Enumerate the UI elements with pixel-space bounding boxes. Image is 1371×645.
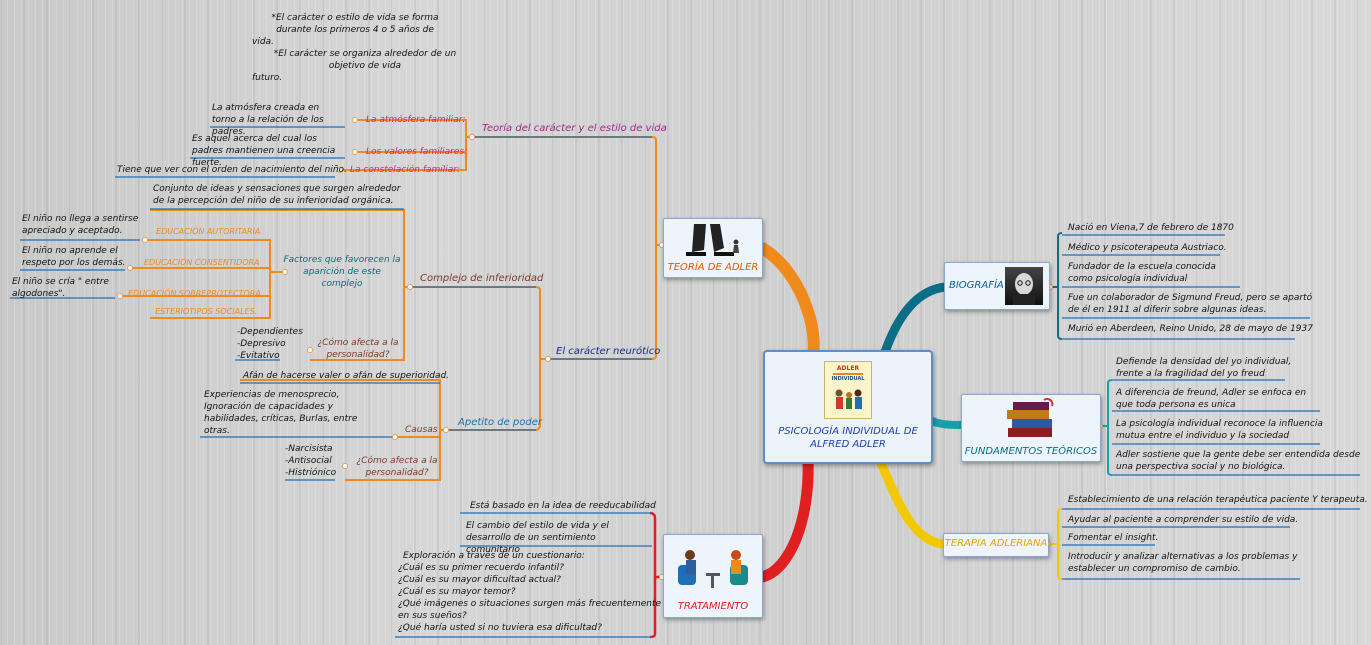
tratamiento-item-2: El cambio del estilo de vida y el desarr… (466, 521, 609, 555)
book-cover-image: ADLER INDIVIDUAL (824, 361, 872, 419)
complejo-def: Conjunto de ideas y sensaciones que surg… (153, 184, 401, 206)
biografia-item-5: Murió en Aberdeen, Reino Unido, 28 de ma… (1068, 324, 1313, 334)
teoria-node[interactable]: TEORÍA DE ADLER (663, 218, 763, 278)
consentidora-label[interactable]: EDUCACIÓN CONSENTIDORA (144, 258, 260, 267)
constelacion-text: Tiene que ver con el orden de nacimiento… (117, 165, 347, 175)
center-node[interactable]: ADLER INDIVIDUAL PSICOLOGÍA INDIVIDUAL D… (763, 350, 933, 464)
fundamentos-item-4: Adler sostiene que la gente debe ser ent… (1116, 450, 1361, 472)
center-title: PSICOLOGÍA INDIVIDUAL DE ALFRED ADLER (778, 426, 918, 450)
terapia-item-1: Establecimiento de una relación terapéut… (1068, 495, 1368, 505)
caracter-note-2b: futuro. (252, 73, 283, 83)
autoritaria-text: El niño no llega a sentirse apreciado y … (22, 214, 139, 236)
complejo-efecto-2: -Depresivo (237, 339, 286, 349)
fundamentos-item-2: A diferencia de freund, Adler se enfoca … (1116, 388, 1307, 410)
biografia-item-3: Fundador de la escuela conocida como psi… (1068, 262, 1216, 284)
valores-label[interactable]: Los valores familiares: (366, 147, 468, 157)
factores-label[interactable]: Factores que favorecen la aparición de e… (283, 255, 401, 289)
caracter-note-1b: vida. (252, 37, 274, 47)
cuestionario-2: ¿Cuál es su primer recuerdo infantil? (398, 563, 564, 573)
complejo-efecto-1: -Dependientes (237, 327, 303, 337)
terapia-title: TERAPIA ADLERIANA (944, 538, 1048, 549)
teoria-title: TEORÍA DE ADLER (667, 262, 759, 273)
caracter-note-1: *El carácter o estilo de vida se forma d… (271, 13, 439, 35)
terapia-item-3: Fomentar el insight. (1068, 533, 1159, 543)
biografia-item-1: Nació en Viena,7 de febrero de 1870 (1068, 223, 1234, 233)
complejo-efecto-3: -Evitativo (237, 351, 280, 361)
books-stack-icon (1004, 397, 1058, 440)
poder-efecto-1: -Narcisista (285, 444, 333, 454)
atmosfera-text: La atmósfera creada en torno a la relaci… (212, 103, 324, 137)
poder-title[interactable]: Apetito de poder (458, 417, 543, 428)
biografia-item-2: Médico y psicoterapeuta Austriaco. (1068, 243, 1227, 253)
cuestionario-4: ¿Cuál es su mayor temor? (398, 587, 516, 597)
causas-label[interactable]: Causas (405, 425, 438, 435)
caracter-title[interactable]: Teoría del carácter y el estilo de vida (482, 123, 667, 134)
tratamiento-item-1: Está basado en la idea de reeducabilidad (470, 501, 656, 511)
biografia-title: BIOGRAFÍA (949, 280, 1004, 291)
terapia-node[interactable]: TERAPIA ADLERIANA (943, 533, 1049, 557)
constelacion-label[interactable]: La constelación familiar: (350, 165, 461, 175)
terapia-item-2: Ayudar al paciente a comprender su estil… (1068, 515, 1299, 525)
footsteps-icon (684, 222, 742, 258)
book-title: ADLER (836, 365, 860, 372)
cuestionario-7: ¿Qué haría usted si no tuviera esa dific… (398, 623, 602, 633)
poder-afan: Afán de hacerse valer o afán de superior… (243, 371, 450, 381)
tratamiento-title: TRATAMIENTO (677, 601, 749, 612)
tratamiento-node[interactable]: TRATAMIENTO (663, 534, 763, 618)
poder-efecto-2: -Antisocial (285, 456, 332, 466)
biografia-item-4: Fue un colaborador de Sigmund Freud, per… (1068, 293, 1313, 315)
adler-portrait-image (1005, 267, 1043, 305)
cuestionario-6: en sus sueños? (398, 611, 467, 621)
therapy-session-icon (676, 543, 750, 591)
fundamentos-node[interactable]: FUNDAMENTOS TEÓRICOS (961, 394, 1101, 462)
sobreprotectora-text: El niño se cría " entre algodones". (12, 277, 109, 299)
book-subtitle: INDIVIDUAL (831, 376, 865, 382)
consentidora-text: El niño no aprende el respeto por los de… (22, 246, 126, 268)
fundamentos-item-1: Defiende la densidad del yo individual, … (1116, 357, 1292, 379)
complejo-title[interactable]: Complejo de inferioridad (420, 273, 544, 284)
causas-text: Experiencias de menosprecio, Ignoración … (204, 390, 358, 436)
estereotipos-label[interactable]: ESTERIOTIPOS SOCIALES. (155, 307, 258, 316)
neurotico-title[interactable]: El carácter neurótico (556, 346, 661, 357)
family-figures-icon (831, 387, 865, 413)
atmosfera-label[interactable]: La atmósfera familiar: (366, 115, 466, 125)
cuestionario-3: ¿Cuál es su mayor dificultad actual? (398, 575, 561, 585)
autoritaria-label[interactable]: EDUCACIÓN AUTORITARIA (156, 227, 261, 236)
poder-efecto-3: -Histriónico (285, 468, 337, 478)
cuestionario-1: Exploración a través de un cuestionario: (403, 551, 585, 561)
valores-text: Es aquel acerca del cual los padres mant… (192, 134, 336, 168)
complejo-afecta[interactable]: ¿Cómo afecta a la personalidad? (317, 338, 399, 360)
fundamentos-title: FUNDAMENTOS TEÓRICOS (964, 446, 1098, 457)
poder-afecta[interactable]: ¿Cómo afecta a la personalidad? (356, 456, 438, 478)
sobreprotectora-label[interactable]: EDUCACIÓN SOBREPROTECTORA (128, 289, 261, 298)
biografia-node[interactable]: BIOGRAFÍA (944, 262, 1050, 310)
fundamentos-item-3: La psicología individual reconoce la inf… (1116, 419, 1323, 441)
terapia-item-4: Introducir y analizar alternativas a los… (1068, 552, 1298, 574)
caracter-note-2: *El carácter se organiza alrededor de un… (273, 49, 457, 71)
cuestionario-5: ¿Qué imágenes o situaciones surgen más f… (398, 599, 662, 609)
